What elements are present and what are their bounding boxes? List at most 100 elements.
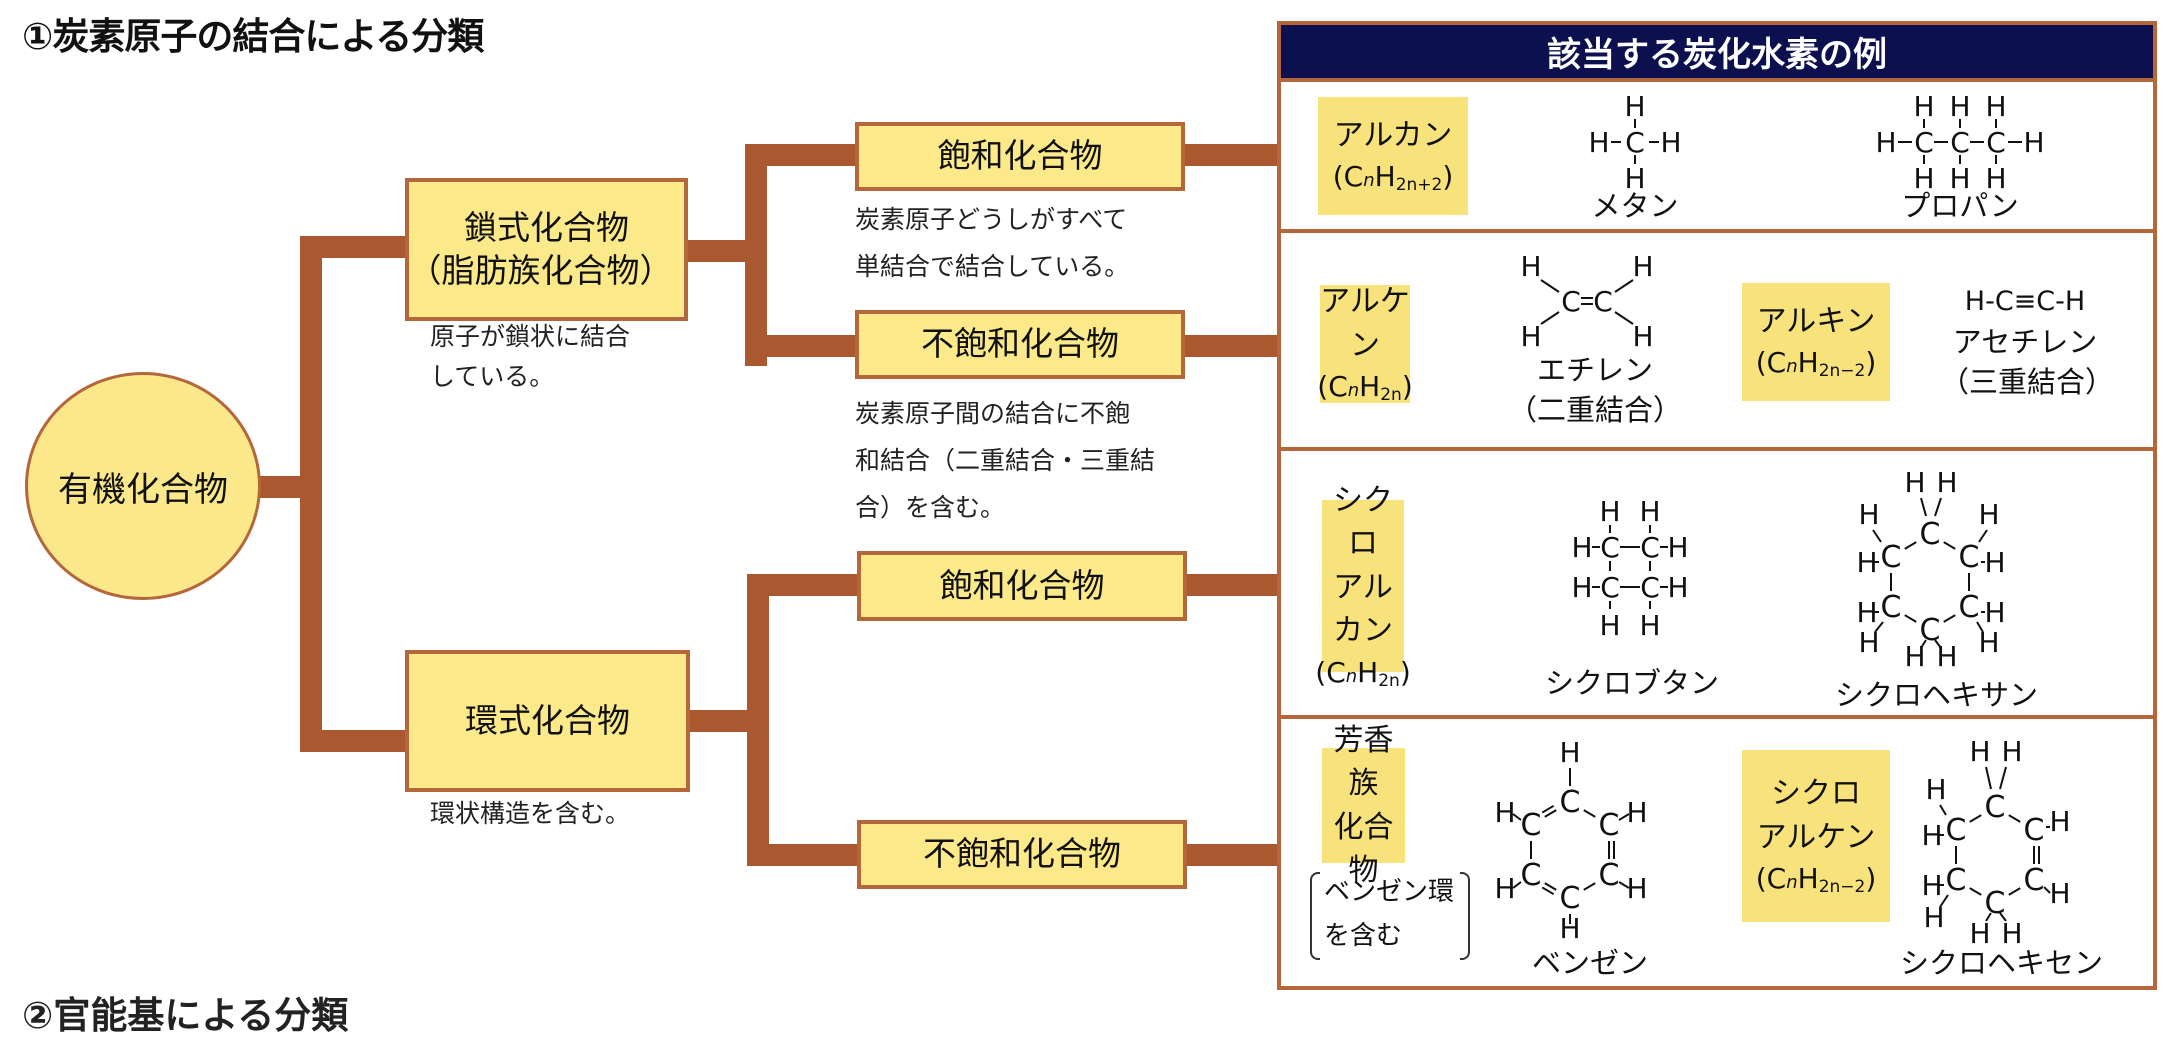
atom-h: H bbox=[2001, 735, 2022, 768]
structure-ethylene: H H H H C C bbox=[1520, 250, 1653, 353]
bond-line bbox=[1541, 804, 1555, 814]
node-cyclic-compounds: 環式化合物 bbox=[405, 650, 690, 792]
note-chain-line1: 原子が鎖状に結合 bbox=[430, 322, 631, 351]
node-chain-unsaturated: 不飽和化合物 bbox=[855, 310, 1185, 379]
formula-alkane: (CnH2n+2) bbox=[1332, 160, 1454, 196]
atom-c: C bbox=[1640, 571, 1660, 604]
atom-c: C bbox=[1640, 531, 1660, 564]
connector-chain-split bbox=[745, 144, 767, 366]
atom-c: C bbox=[2024, 813, 2045, 848]
connector-cyclic-unsat bbox=[747, 844, 859, 866]
node-chain-sublabel: （脂肪族化合物） bbox=[408, 250, 673, 290]
node-chain-compounds: 鎖式化合物 （脂肪族化合物） bbox=[405, 178, 688, 321]
connector-panel-3 bbox=[1185, 574, 1281, 596]
bond-line bbox=[2043, 886, 2051, 894]
bond-line bbox=[1969, 814, 1982, 823]
connector-to-chain bbox=[300, 236, 408, 258]
atom-h: H bbox=[1495, 796, 1516, 829]
atom-h: H bbox=[1639, 609, 1660, 642]
atom-c: C bbox=[1920, 517, 1941, 552]
label-cycloalkene-name-2: アルケン bbox=[1756, 819, 1876, 855]
note-chain-unsaturated-line1: 炭素原子間の結合に不飽 bbox=[855, 399, 1131, 428]
atom-c: C bbox=[1560, 881, 1581, 916]
name-ethylene-label: エチレン bbox=[1536, 353, 1653, 387]
atom-h: H bbox=[1624, 162, 1645, 195]
atom-c: C bbox=[1946, 813, 1967, 848]
atom-h: H bbox=[1985, 90, 2006, 123]
atom-h: H bbox=[1667, 571, 1688, 604]
bond-line bbox=[1512, 813, 1522, 821]
atom-c: C bbox=[1914, 126, 1934, 159]
note-chain-unsaturated-line2: 和結合（二重結合・三重結 bbox=[855, 446, 1156, 475]
row-divider bbox=[1281, 447, 2153, 451]
structure-methane: H C H H H bbox=[1588, 90, 1681, 195]
label-alkene: アルケン (CnH2n) bbox=[1317, 284, 1413, 405]
label-alkyne-name: アルキン bbox=[1756, 303, 1876, 339]
node-chain-label: 鎖式化合物 bbox=[464, 207, 629, 247]
name-ethylene: エチレン （二重結合） bbox=[1505, 350, 1685, 430]
label-alkyne: アルキン (CnH2n−2) bbox=[1742, 283, 1890, 401]
atom-h: H bbox=[1520, 250, 1541, 283]
bond-line bbox=[1618, 881, 1630, 889]
atom-c: C bbox=[1599, 858, 1620, 893]
label-cycloalkene-name-1: シクロ bbox=[1771, 776, 1861, 812]
bond-line bbox=[1920, 497, 1927, 517]
bond-line bbox=[1978, 529, 1988, 543]
name-methane: メタン bbox=[1591, 189, 1679, 223]
examples-panel-title: 該当する炭化水素の例 bbox=[1547, 35, 1887, 75]
connector-chain-unsat bbox=[745, 335, 857, 357]
formula-alkyne: (CnH2n−2) bbox=[1755, 346, 1877, 382]
connector-panel-4 bbox=[1185, 844, 1281, 866]
atom-h: H bbox=[1984, 546, 2005, 579]
atom-h: H bbox=[1632, 250, 1653, 283]
atom-c: C bbox=[1600, 531, 1620, 564]
bond-line bbox=[2008, 814, 2021, 823]
atom-h: H bbox=[1858, 626, 1879, 659]
structure-acetylene: H-C≡C-H bbox=[1964, 286, 2086, 317]
bond-line bbox=[1904, 614, 1917, 623]
note-cyclic-line1: 環状構造を含む。 bbox=[430, 799, 631, 828]
note-chain: 原子が鎖状に結合 している。 bbox=[430, 317, 630, 397]
atom-h: H bbox=[1923, 901, 1944, 934]
bond-line bbox=[2008, 887, 2021, 896]
bond-line bbox=[1985, 766, 1992, 790]
atom-h: H bbox=[1904, 640, 1925, 672]
atom-c: C bbox=[2024, 863, 2045, 898]
atom-c: C bbox=[1985, 790, 2006, 825]
bond-line bbox=[1920, 639, 1927, 649]
root-node-label: 有機化合物 bbox=[58, 469, 228, 510]
atom-c: C bbox=[1920, 613, 1941, 648]
node-cyclic-saturated-label: 飽和化合物 bbox=[939, 565, 1105, 605]
atom-h: H bbox=[1978, 626, 1999, 659]
name-propane: プロパン bbox=[1901, 189, 2019, 223]
bond-line bbox=[1999, 766, 2007, 790]
atom-h: H bbox=[1921, 819, 1942, 852]
atom-h: H bbox=[1660, 126, 1681, 159]
atom-h: H bbox=[2023, 126, 2044, 159]
formula-cycloalkene: (CnH2n−2) bbox=[1755, 862, 1877, 898]
atom-h: H bbox=[1520, 320, 1541, 353]
atom-h: H bbox=[2049, 805, 2070, 838]
atom-h: H bbox=[1921, 869, 1942, 902]
next-section-title: ②官能基による分類 bbox=[22, 994, 349, 1037]
section-title: ①炭素原子の結合による分類 bbox=[22, 15, 484, 58]
label-alkane-name: アルカン bbox=[1333, 117, 1453, 153]
examples-panel-header: 該当する炭化水素の例 bbox=[1281, 25, 2153, 82]
bond-line bbox=[1541, 886, 1555, 896]
atom-h: H bbox=[2049, 877, 2070, 910]
atom-h: H bbox=[1925, 773, 1946, 806]
formula-cycloalkane: (CnH2n) bbox=[1315, 655, 1411, 691]
atom-c: C bbox=[1881, 540, 1902, 575]
atom-h: H bbox=[1495, 872, 1516, 905]
atom-h: H bbox=[1667, 531, 1688, 564]
atom-h: H bbox=[1949, 90, 1970, 123]
note-chain-saturated: 炭素原子どうしがすべて 単結合で結合している。 bbox=[855, 196, 1129, 290]
atom-c: C bbox=[1950, 126, 1970, 159]
bond-line bbox=[1985, 912, 1992, 922]
bond-line bbox=[1939, 804, 1947, 816]
label-alkane: アルカン (CnH2n+2) bbox=[1318, 97, 1468, 215]
